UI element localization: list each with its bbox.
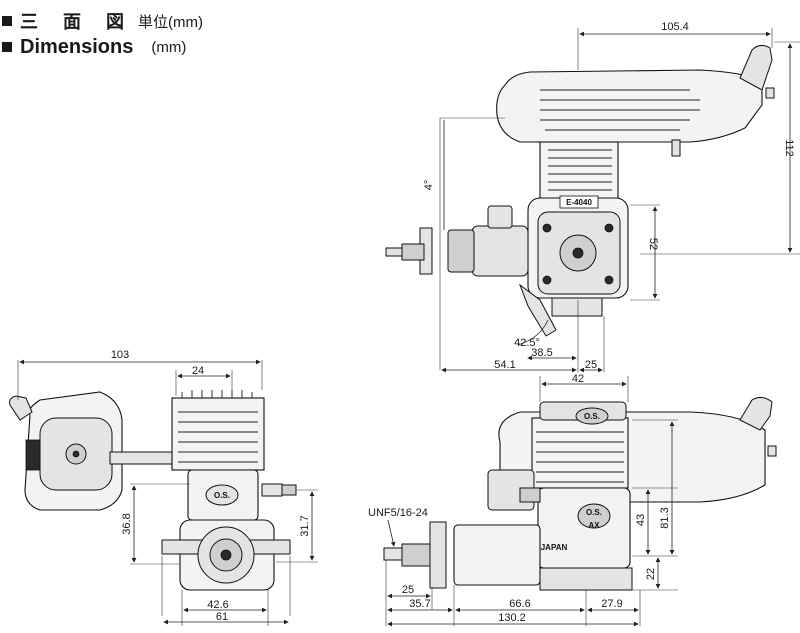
brand-plate bbox=[205, 484, 239, 506]
mount-lug bbox=[551, 297, 603, 317]
unit-japanese: 単位(mm) bbox=[138, 13, 203, 31]
model-mark: AX bbox=[588, 521, 600, 530]
dim-25-top: 25 bbox=[585, 359, 597, 371]
prop-shaft-thread bbox=[385, 247, 403, 257]
dim-38-5: 38.5 bbox=[531, 347, 552, 359]
top-view-engine: E-4040 bbox=[385, 44, 775, 337]
center-bolt bbox=[572, 247, 584, 259]
header-row-japanese: 三 面 図 単位(mm) bbox=[0, 8, 203, 34]
country-mark: JAPAN bbox=[541, 543, 568, 552]
carb-front bbox=[261, 483, 283, 497]
cylinder-side bbox=[531, 417, 629, 489]
exhaust-header bbox=[109, 451, 181, 465]
screw-icon bbox=[542, 275, 552, 285]
brand-mark-front: O.S. bbox=[214, 491, 230, 500]
mount-side bbox=[539, 567, 633, 591]
side-view-engine: O.S. O.S. AX JAPAN bbox=[383, 396, 777, 591]
dim-103: 103 bbox=[111, 349, 129, 361]
muffler-shape bbox=[496, 69, 763, 143]
title-english: Dimensions bbox=[20, 35, 134, 58]
top-view-dimensions: 105.4 112 4° 52 54.1 25 38.5 42.5° bbox=[423, 21, 800, 373]
dim-25-side: 25 bbox=[402, 584, 414, 596]
muffler-outlet bbox=[739, 44, 773, 91]
dim-24: 24 bbox=[192, 365, 204, 377]
dim-arc-42-5 bbox=[517, 319, 549, 346]
prop-nut-side bbox=[401, 543, 431, 567]
dim-54-1: 54.1 bbox=[494, 359, 515, 371]
dim-66-6: 66.6 bbox=[509, 598, 530, 610]
dim-130-2: 130.2 bbox=[498, 612, 526, 624]
dim-81-3: 81.3 bbox=[659, 507, 671, 528]
muffler-nipple-side bbox=[767, 445, 777, 457]
muffler-bolt bbox=[72, 450, 80, 458]
drive-hub bbox=[447, 229, 475, 273]
cylinder-body bbox=[539, 141, 619, 201]
front-view-dimensions: 103 24 36.8 31.7 42.6 61 bbox=[17, 349, 318, 626]
head-fins bbox=[178, 411, 258, 463]
front-view-engine: O.S. bbox=[9, 390, 297, 591]
unit-english: (mm) bbox=[151, 38, 187, 56]
cylinder-fins bbox=[548, 149, 612, 191]
header-row-english: Dimensions (mm) bbox=[0, 34, 203, 60]
dim-35-7: 35.7 bbox=[409, 598, 430, 610]
dim-105-4: 105.4 bbox=[661, 21, 689, 33]
side-view-dimensions: 42 UNF5/16-24 43 81.3 22 25 35.7 66.6 27… bbox=[368, 373, 678, 627]
front-housing-side bbox=[453, 524, 541, 586]
cylinder-label-box bbox=[559, 195, 599, 209]
muffler-outlet-side bbox=[739, 396, 773, 431]
dim-42: 42 bbox=[572, 373, 584, 385]
title-japanese: 三 面 図 bbox=[20, 12, 135, 32]
muffler-tip bbox=[9, 395, 33, 421]
dim-27-9: 27.9 bbox=[601, 598, 622, 610]
pressure-nipple bbox=[671, 139, 681, 157]
page-header: 三 面 図 単位(mm) Dimensions (mm) bbox=[0, 8, 203, 60]
brand-mark-head: O.S. bbox=[584, 412, 600, 421]
needle-front bbox=[281, 484, 297, 496]
dim-42-6: 42.6 bbox=[207, 599, 228, 611]
square-bullet-icon bbox=[2, 16, 12, 26]
cylinder-head-front bbox=[171, 397, 265, 471]
prop-nut bbox=[401, 243, 425, 261]
muffler-fins bbox=[540, 89, 700, 131]
shaft-front bbox=[220, 549, 232, 561]
needle-valve bbox=[518, 283, 557, 337]
dim-22: 22 bbox=[645, 568, 657, 580]
thread-label: UNF5/16-24 bbox=[368, 507, 428, 519]
prop-washer-side bbox=[429, 521, 447, 589]
dim-112: 112 bbox=[783, 139, 795, 157]
thread-leader bbox=[387, 519, 396, 547]
muffler-outlet-front bbox=[25, 439, 41, 471]
muffler-nipple bbox=[765, 87, 775, 99]
cylinder-fins-side bbox=[536, 431, 624, 483]
dim-52: 52 bbox=[647, 238, 659, 250]
dim-61: 61 bbox=[216, 611, 228, 623]
crankcase-side bbox=[537, 487, 631, 569]
dim-42-5-deg: 42.5° bbox=[514, 337, 540, 349]
dim-31-7: 31.7 bbox=[299, 515, 311, 536]
needle-side bbox=[519, 487, 541, 503]
crankcase-logo bbox=[577, 503, 611, 529]
screw-icon bbox=[604, 275, 614, 285]
cylinder-label: E-4040 bbox=[566, 198, 592, 207]
dim-43: 43 bbox=[635, 514, 647, 526]
dim-36-8: 36.8 bbox=[121, 513, 133, 534]
brand-mark-case: O.S. bbox=[586, 508, 602, 517]
head-logo-plate bbox=[575, 407, 609, 425]
dim-4-deg: 4° bbox=[423, 180, 435, 191]
shaft-thread-side bbox=[383, 547, 403, 561]
carburetor bbox=[487, 205, 513, 229]
head-top-fins bbox=[181, 390, 253, 398]
screw-icon bbox=[542, 223, 552, 233]
square-bullet-icon bbox=[2, 42, 12, 52]
screw-icon bbox=[604, 223, 614, 233]
front-housing bbox=[471, 225, 529, 277]
